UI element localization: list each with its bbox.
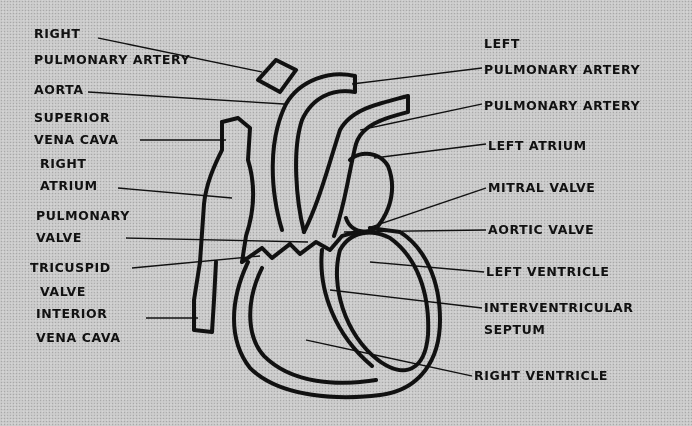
right-atrium-outer xyxy=(198,120,224,264)
label-pulmonary-valve-line2: VALVE xyxy=(36,230,82,245)
leader-pulmonary-artery xyxy=(359,103,483,131)
label-right-ventricle: RIGHT VENTRICLE xyxy=(474,368,609,383)
label-right-pulmonary-artery-line2: PULMONARY ARTERY xyxy=(34,52,191,67)
label-interventricular-septum-line1: INTERVENTRICULAR xyxy=(484,300,634,315)
right-pulmonary-artery-shape xyxy=(256,58,298,94)
label-left-ventricle: LEFT VENTRICLE xyxy=(486,264,610,279)
label-tricuspid-valve-line1: TRICUSPID xyxy=(30,260,111,275)
label-left-atrium: LEFT ATRIUM xyxy=(488,138,587,153)
right-ventricle-inner-wall xyxy=(248,266,378,385)
label-aorta: AORTA xyxy=(34,82,84,97)
superior-vena-cava-shape xyxy=(220,116,256,264)
label-left-pulmonary-artery-line2: PULMONARY ARTERY xyxy=(484,62,641,77)
leader-left-atrium xyxy=(373,143,487,159)
label-interventricular-septum-line2: SEPTUM xyxy=(484,322,546,337)
leader-left-ventricle xyxy=(369,261,485,273)
label-pulmonary-valve-line1: PULMONARY xyxy=(36,208,130,223)
leader-right-pulmonary-artery xyxy=(97,37,263,73)
label-right-atrium-line1: RIGHT xyxy=(40,156,87,171)
label-right-atrium-line2: ATRIUM xyxy=(40,178,98,193)
leader-tricuspid-valve xyxy=(131,255,261,269)
label-left-pulmonary-artery-line1: LEFT xyxy=(484,36,520,51)
label-superior-vena-cava-line2: VENA CAVA xyxy=(34,132,119,147)
leader-aortic-valve xyxy=(343,229,487,233)
leader-left-pulmonary-artery xyxy=(351,67,483,85)
leader-mitral-valve xyxy=(367,187,487,229)
heart-outer-wall xyxy=(232,226,442,400)
label-inferior-vena-cava-line2: VENA CAVA xyxy=(36,330,121,345)
pulmonary-artery-shape xyxy=(302,94,410,238)
interventricular-septum-shape xyxy=(319,248,374,368)
inferior-vena-cava-shape xyxy=(192,260,218,334)
label-right-pulmonary-artery-line1: RIGHT xyxy=(34,26,81,41)
left-ventricle-wall xyxy=(335,230,431,373)
label-tricuspid-valve-line2: VALVE xyxy=(40,284,86,299)
label-pulmonary-artery: PULMONARY ARTERY xyxy=(484,98,641,113)
label-mitral-valve: MITRAL VALVE xyxy=(488,180,596,195)
leader-right-ventricle xyxy=(305,339,473,377)
valve-region xyxy=(240,230,358,264)
leader-pulmonary-valve xyxy=(125,237,309,243)
aorta-shape xyxy=(270,72,357,234)
leader-aorta xyxy=(87,91,285,105)
label-aortic-valve: AORTIC VALVE xyxy=(488,222,595,237)
leader-interventricular-septum xyxy=(329,289,483,309)
label-superior-vena-cava-line1: SUPERIOR xyxy=(34,110,111,125)
label-inferior-vena-cava-line1: INTERIOR xyxy=(36,306,108,321)
leader-right-atrium xyxy=(117,187,233,199)
